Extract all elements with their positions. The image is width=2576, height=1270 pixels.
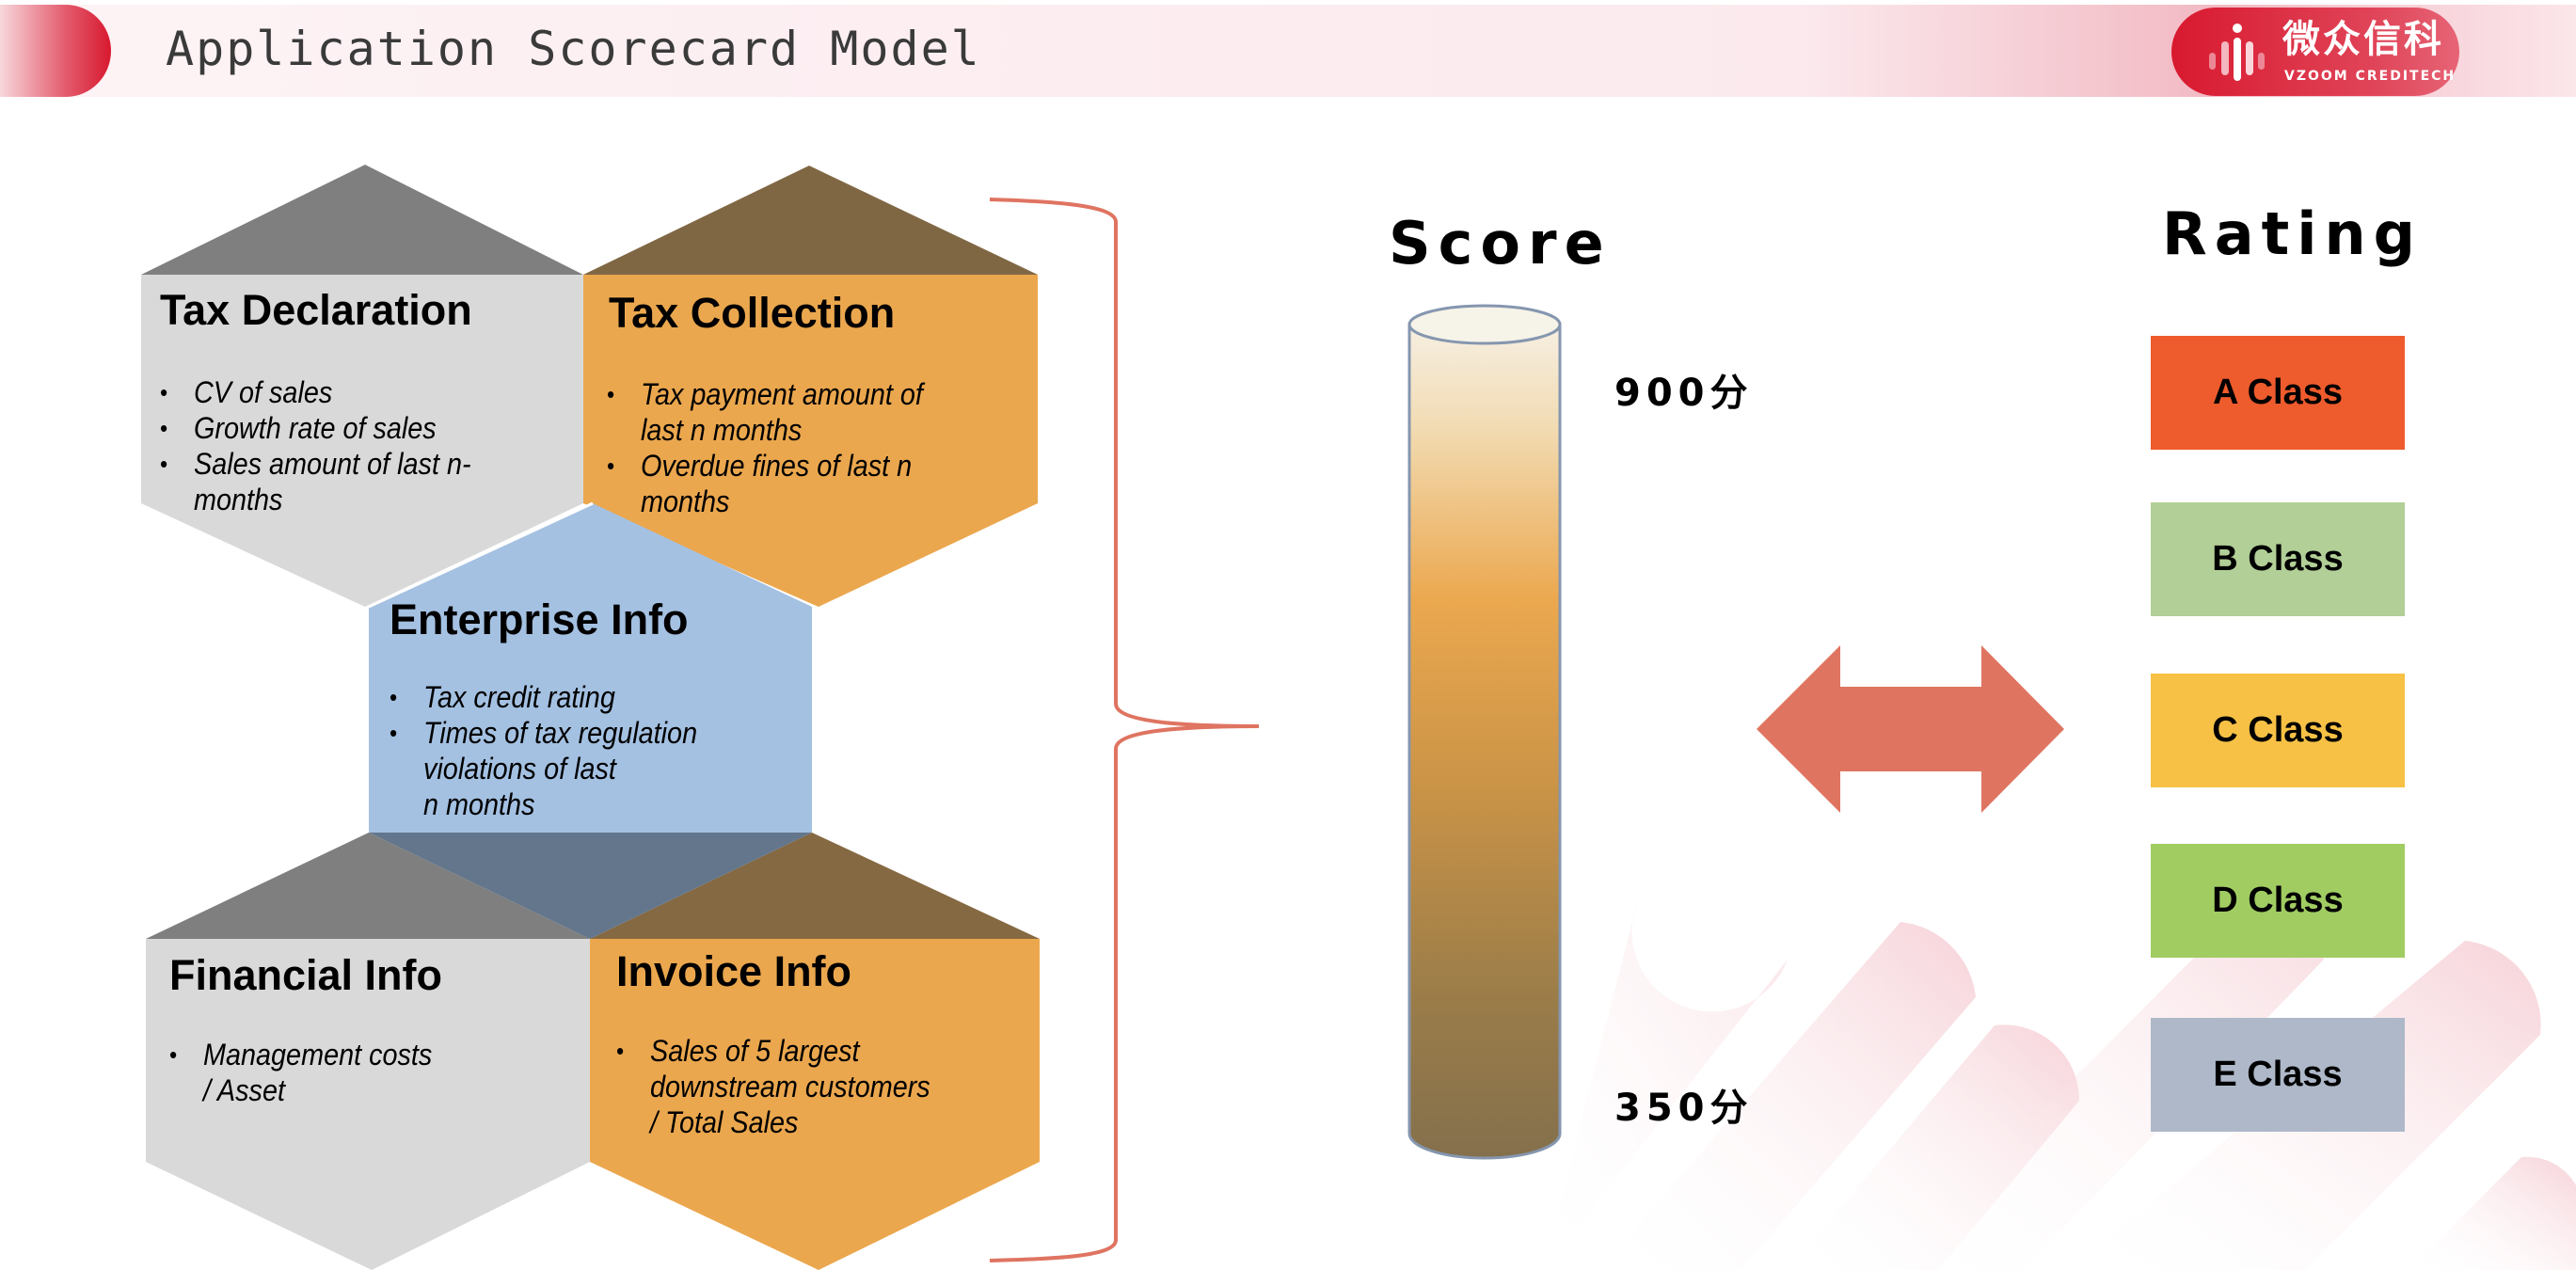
logo-name-en: VZOOM CREDITECH (2284, 69, 2457, 84)
score-cylinder (1407, 304, 1562, 1160)
factor-item-line: Tax payment amount of (641, 377, 923, 411)
factor-title-tax-collection: Tax Collection (609, 289, 896, 337)
factor-item-line: Times of tax regulation (423, 716, 698, 750)
bars-logo-icon (2209, 24, 2265, 81)
factor-item-line: last n months (641, 413, 803, 447)
factor-item-line: violations of last (423, 752, 616, 786)
company-logo: 微众信科 VZOOM CREDITECH (2171, 8, 2459, 96)
logo-name-cn: 微众信科 (2282, 18, 2444, 61)
rating-title: Rating (2162, 199, 2423, 268)
factor-title-enterprise-info: Enterprise Info (390, 595, 689, 643)
factor-title-invoice-info: Invoice Info (616, 947, 852, 995)
rating-class-b: B Class (2151, 502, 2405, 616)
factor-item: CV of sales (160, 374, 471, 410)
factor-item: Tax credit rating (390, 679, 697, 715)
factor-item-line: Sales amount of last n- (194, 447, 471, 481)
header-band (0, 5, 2576, 97)
factor-item-line: Overdue fines of last n (641, 449, 913, 483)
rating-class-e: E Class (2151, 1018, 2405, 1132)
rating-class-a: A Class (2151, 336, 2405, 450)
score-max-label: 900分 (1614, 372, 1754, 415)
factor-item-line: downstream customers (650, 1070, 930, 1103)
rating-class-c: C Class (2151, 674, 2405, 787)
factor-item: Growth rate of sales (160, 410, 471, 446)
factor-item: Management costs/ Asset (169, 1037, 432, 1108)
factor-item-line: / Asset (203, 1073, 285, 1107)
factor-list-financial-info: Management costs/ Asset (169, 1037, 432, 1108)
factor-item-line: Management costs (203, 1038, 433, 1072)
factor-item-line: Growth rate of sales (194, 411, 437, 445)
header-accent-cap (0, 5, 111, 97)
factor-item-line: / Total Sales (650, 1105, 799, 1139)
factor-list-tax-declaration: CV of sales Growth rate of sales Sales a… (160, 374, 471, 517)
double-arrow-icon (1757, 645, 2064, 813)
factor-list-enterprise-info: Tax credit rating Times of tax regulatio… (390, 679, 697, 822)
page-title: Application Scorecard Model (166, 22, 981, 76)
factor-item: Sales amount of last n-months (160, 446, 471, 517)
factor-item-line: Tax credit rating (423, 680, 615, 714)
factor-item-line: n months (423, 787, 535, 821)
factor-item-line: CV of sales (194, 375, 333, 409)
factor-title-tax-declaration: Tax Declaration (160, 286, 472, 334)
decorative-stripes (1543, 894, 2576, 1270)
enterprise-info-base (369, 833, 812, 939)
score-title: Score (1389, 209, 1612, 278)
score-min-label: 350分 (1614, 1087, 1754, 1130)
grouping-bracket (989, 198, 1260, 1262)
rating-class-d: D Class (2151, 844, 2405, 958)
factor-item-line: months (194, 483, 283, 516)
factor-item-line: months (641, 484, 730, 518)
factor-title-financial-info: Financial Info (169, 951, 443, 999)
factor-item-line: Sales of 5 largest (650, 1034, 860, 1068)
